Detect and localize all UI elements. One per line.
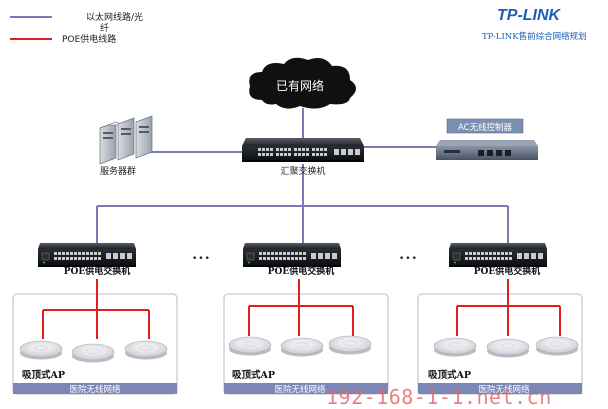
ellipsis-right: ••• [399,254,418,264]
zone-label: 医院无线网络 [69,384,121,395]
poe-lines [248,279,354,336]
server-icon [117,117,135,161]
poe-lines [42,279,150,339]
poe-lines [456,279,561,336]
ap-icon [486,338,530,358]
poe-switch: POE供电交换机 [448,242,548,277]
legend-ethernet-label-1: 以太网线路/光 [86,11,143,23]
ellipsis-left: ••• [192,254,211,264]
server-icon [135,115,153,159]
ap-icon [280,337,324,357]
zone-label: 医院无线网络 [274,384,326,395]
zone-2: 医院无线网络 POE供电交换机 吸顶式AP [223,242,389,395]
ac-controller-label: AC无线控制器 [458,122,513,133]
existing-network-cloud: 已有网络 [249,57,356,109]
zone-1: 医院无线网络 POE供电交换机 吸顶式AP [12,242,178,395]
poe-switch-label: POE供电交换机 [268,265,334,277]
zone-label-bar [224,383,388,394]
ap-label: 吸顶式AP [22,369,65,381]
ap-label: 吸顶式AP [232,369,275,381]
ethernet-lines [96,108,509,246]
ap-icon [328,335,372,355]
brand-logo: TP-LINK [497,7,562,24]
poe-switch: POE供电交换机 [242,242,342,277]
servers-label: 服务器群 [100,165,136,177]
watermark: 192-168-1-1.net.cn [326,385,552,409]
ac-controller-label-box [446,118,524,134]
brand: TP-LINK TP-LINK售前综合网络规划 [482,7,587,42]
ap-icon [433,337,477,357]
poe-switch-label: POE供电交换机 [474,265,540,277]
legend-ethernet-label-2: 纤 [100,22,109,34]
ap-icon [71,343,115,363]
zone-label: 医院无线网络 [478,384,530,395]
brand-subtitle: TP-LINK售前综合网络规划 [482,31,587,42]
core-switch: 汇聚交换机 [242,138,364,177]
ap-label: 吸顶式AP [428,369,471,381]
zone-label-bar [418,383,582,394]
zone-label-bar [13,383,177,394]
legend-poe-label: POE供电线路 [62,33,116,45]
zone-3: 医院无线网络 POE供电交换机 吸顶式AP [417,242,583,395]
server-cluster: 服务器群 [99,115,153,177]
poe-switch-label: POE供电交换机 [64,265,130,277]
poe-switch: POE供电交换机 [37,242,137,277]
ap-icon [19,340,63,360]
legend: 以太网线路/光 纤 POE供电线路 [10,11,146,45]
ap-icon [228,336,272,356]
ac-controller: AC无线控制器 [436,118,538,160]
cloud-label: 已有网络 [276,78,324,93]
ap-icon [535,336,579,356]
core-switch-label: 汇聚交换机 [280,165,325,177]
svg-text:以太网线路/光 纤: 以太网线路/光 纤 [86,11,146,34]
ap-icon [124,340,168,360]
